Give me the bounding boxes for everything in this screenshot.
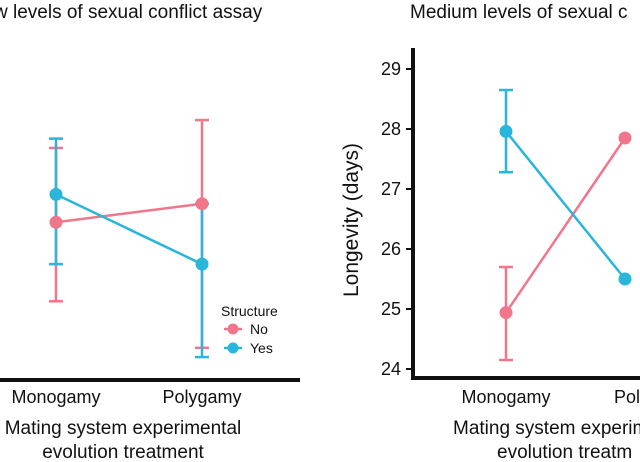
x-axis-label-line1-left: Mating system experimental [5,418,242,439]
x-axis-label-line1-right: Mating system experim [453,418,640,439]
data-point-yes-left [49,187,63,201]
marks-left [49,118,209,359]
chart-panel-left: w levels of sexual conflict assay Monoga… [0,2,300,462]
y-tick-label: 25 [381,299,401,319]
data-point-yes-right [618,272,632,286]
data-point-yes-left [195,257,209,271]
x-tick-label-polygamy-left: Polygamy [162,387,241,407]
series-line-yes-right [505,130,626,280]
x-axis-label-line2-right: evolution treatm [497,442,632,462]
series-line-no-right [504,137,627,314]
marks-right [499,88,632,362]
data-point-no-left [49,215,63,229]
legend-title: Structure [221,303,278,319]
x-tick-label-polygamy-right: Pol [614,387,640,407]
y-axis-label-right: Longevity (days) [340,143,363,297]
series-line-yes-left [55,193,203,266]
data-point-no-right [499,306,513,320]
x-tick-label-monogamy-left: Monogamy [11,387,100,407]
x-tick-label-monogamy-right: Monogamy [461,387,550,407]
y-tick-label: 26 [381,239,401,259]
chart-title-left: w levels of sexual conflict assay [0,2,263,23]
chart-panel-right: Medium levels of sexual c 24 25 26 27 28 29 L… [340,2,640,462]
y-ticks-right: 24 25 26 27 28 29 [381,59,413,379]
data-point-yes-right [499,124,513,138]
legend: Structure No Yes [221,303,278,356]
legend-key-dot-no [227,323,239,335]
y-tick-label: 27 [381,179,401,199]
series-line-no-left [55,202,203,224]
y-tick-label: 24 [381,359,401,379]
y-tick-label: 29 [381,59,401,79]
data-point-no-left [195,197,209,211]
data-point-no-right [618,131,632,145]
legend-label-yes: Yes [250,340,273,356]
chart-title-right: Medium levels of sexual c [410,2,628,23]
legend-label-no: No [250,321,268,337]
axes-right [411,48,640,380]
y-tick-label: 28 [381,119,401,139]
x-axis-label-line2-left: evolution treatment [42,442,204,462]
legend-key-dot-yes [227,342,239,354]
